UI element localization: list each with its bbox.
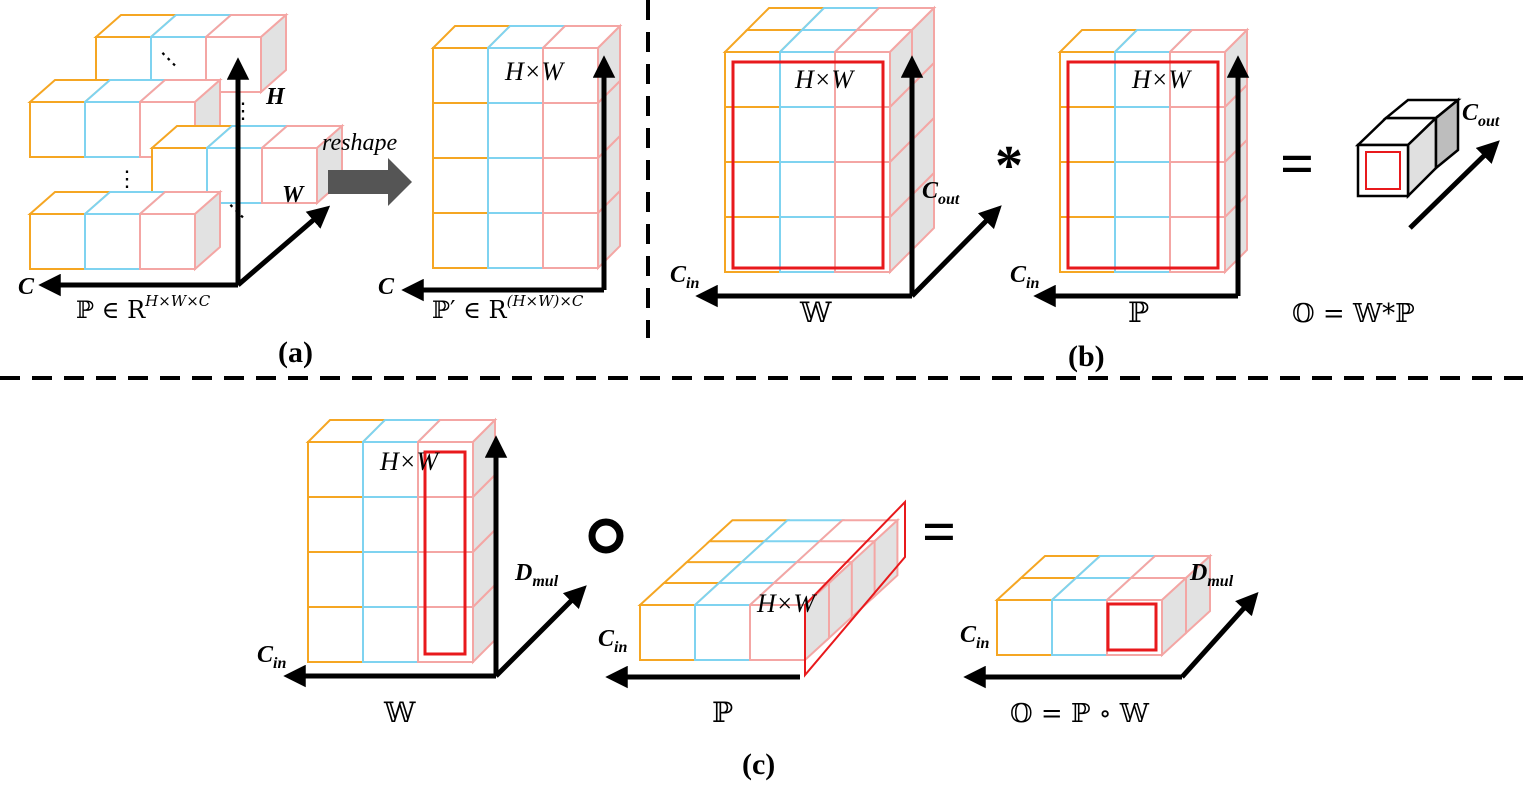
- cin-b2-sub: in: [1026, 275, 1039, 292]
- axis-cout-out: [1408, 140, 1500, 230]
- cout-b2-base: C: [1462, 100, 1479, 126]
- axis-cout-w: [910, 205, 1002, 298]
- axis-label-h: H: [265, 84, 286, 110]
- kernel-w-b: [722, 5, 937, 275]
- cin-b1-base: C: [670, 262, 687, 288]
- vertical-dots-1: ⋮: [232, 98, 254, 123]
- axis-dmul-w-c: [494, 585, 587, 678]
- hw-label-a: H×W: [504, 57, 565, 86]
- cube-blocks: [27, 5, 1250, 678]
- cin-c2-sub: in: [614, 639, 627, 656]
- cin-c1-base: C: [257, 642, 274, 668]
- dmul-c1-sub: mul: [532, 573, 558, 590]
- cin-b1-sub: in: [686, 275, 699, 292]
- cin-c3-sub: in: [976, 635, 989, 652]
- hw-label-c1: H×W: [379, 447, 440, 476]
- patch-p-b: [1057, 27, 1250, 275]
- panel-b: H×W Cin Cout 𝕎 * H×W Cin ℙ = Cout 𝕆 = 𝕎*…: [670, 55, 1500, 373]
- output-cube-b: [1354, 97, 1462, 200]
- cin-c2-base: C: [598, 626, 615, 652]
- cin-label-c1: Cin: [257, 642, 286, 672]
- reshape-arrow: [328, 158, 412, 206]
- axis-label-c-right: C: [378, 274, 395, 300]
- dmul-label-c1: Dmul: [514, 560, 559, 590]
- result-equation-b: 𝕆 = 𝕎*ℙ: [1292, 299, 1415, 329]
- equals-c: =: [922, 499, 956, 565]
- hw-label-b1: H×W: [794, 65, 855, 94]
- cin-b2-base: C: [1010, 262, 1027, 288]
- set-label-right-base: ℙ′ ∈ R: [432, 296, 508, 324]
- kernel-w-c: [305, 417, 498, 665]
- hw-label-b2: H×W: [1131, 65, 1192, 94]
- w-label-c: 𝕎: [383, 696, 416, 729]
- equals-b: =: [1280, 131, 1314, 197]
- panel-c: H×W Cin Dmul 𝕎 H×W Cin ℙ = Cin Dmul 𝕆 = …: [257, 435, 1259, 781]
- cin-label-c2: Cin: [598, 626, 627, 656]
- result-equation-c: 𝕆 = ℙ ∘ 𝕎: [1010, 699, 1150, 729]
- patch-p-c: [637, 499, 906, 678]
- conv-operator: *: [995, 135, 1023, 197]
- p-label-b: ℙ: [1128, 296, 1149, 329]
- cin-label-b1: Cin: [670, 262, 699, 292]
- output-o-c: [994, 553, 1213, 658]
- p-label-c: ℙ: [712, 696, 733, 729]
- hadamard-operator: [588, 518, 624, 554]
- caption-a: (a): [278, 336, 313, 369]
- cin-label-b2: Cin: [1010, 262, 1039, 292]
- reshaped-tensor: [430, 23, 623, 271]
- cout-b1-sub: out: [938, 191, 960, 208]
- dmul-c2-sub: mul: [1207, 573, 1233, 590]
- axis-label-c-left: C: [18, 274, 35, 300]
- set-label-right: ℙ′ ∈ R(H×W)×C: [432, 292, 584, 324]
- set-label-right-sup: (H×W)×C: [507, 292, 584, 310]
- axis-label-w: W: [282, 182, 305, 208]
- cin-c3-base: C: [960, 622, 977, 648]
- hw-label-c2: H×W: [756, 589, 817, 618]
- caption-c: (c): [742, 748, 775, 781]
- w-label-b: 𝕎: [799, 296, 832, 329]
- caption-b: (b): [1068, 340, 1105, 373]
- tensor-row-bottom: [27, 189, 223, 272]
- set-label-left: ℙ ∈ RH×W×C: [76, 292, 211, 324]
- axis-w-left: [236, 205, 331, 287]
- set-label-left-base: ℙ ∈ R: [76, 296, 146, 324]
- vertical-dots-2: ⋮: [116, 166, 138, 191]
- cout-b1-base: C: [922, 178, 939, 204]
- dmul-c2-base: D: [1189, 560, 1207, 586]
- cout-label-b2: Cout: [1462, 100, 1500, 130]
- axis-dmul-out-c: [1180, 591, 1259, 679]
- cin-label-c3: Cin: [960, 622, 989, 652]
- dmul-label-c2: Dmul: [1189, 560, 1234, 590]
- reshape-label: reshape: [322, 130, 397, 156]
- cout-b2-sub: out: [1478, 113, 1500, 130]
- cout-label-b1: Cout: [922, 178, 960, 208]
- dmul-c1-base: D: [514, 560, 532, 586]
- set-label-left-sup: H×W×C: [144, 292, 211, 310]
- cin-c1-sub: in: [273, 655, 286, 672]
